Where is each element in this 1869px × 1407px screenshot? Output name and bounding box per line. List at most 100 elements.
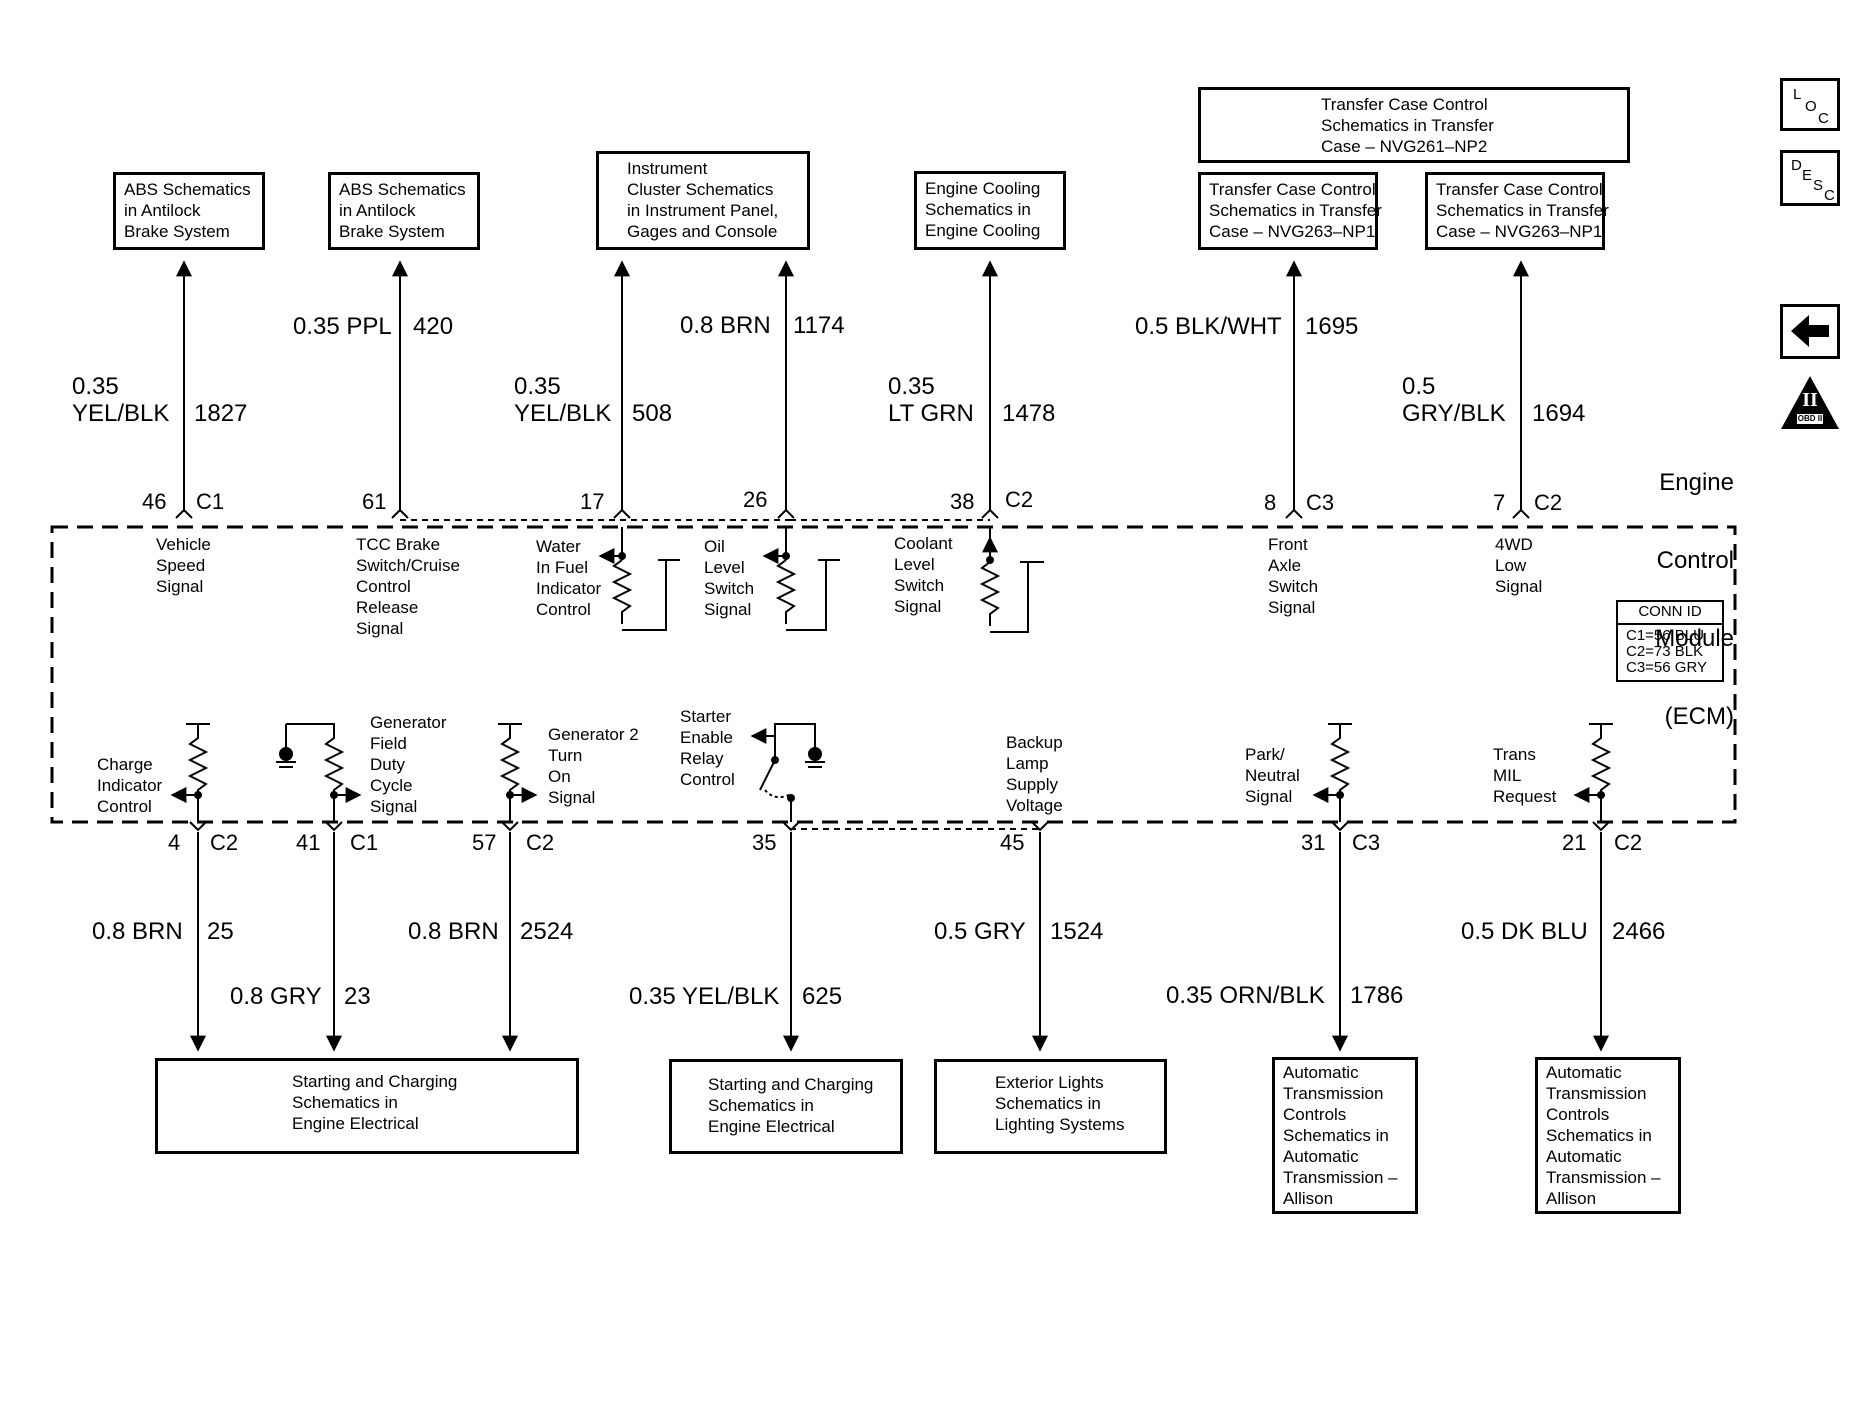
- wire-gauge: 0.8 BRN: [680, 312, 771, 339]
- oil-level-circuit: [762, 527, 840, 631]
- bottom-wire-6: [1331, 821, 1349, 1052]
- wire-gauge: 0.8 GRY: [230, 983, 322, 1010]
- bottom-wire-1: [189, 821, 207, 1052]
- bottom-wire-5: [1031, 821, 1049, 1052]
- loc-button[interactable]: L O C: [1780, 78, 1840, 131]
- generator-field-circuit: [285, 723, 362, 822]
- obd-ii-button[interactable]: II OBD II: [1779, 374, 1841, 432]
- wire-gauge: 0.35 LT GRN: [888, 373, 974, 427]
- desc-letter: E: [1802, 167, 1813, 184]
- transfer-case-nvg263-box-2[interactable]: Transfer Case Control Schematics in Tran…: [1425, 172, 1609, 250]
- loc-letter: C: [1818, 110, 1829, 127]
- coolant-level-circuit: [979, 527, 1044, 633]
- loc-letter: L: [1793, 86, 1802, 103]
- top-wire-1: [175, 260, 193, 519]
- ground-icon: [276, 747, 296, 768]
- pin-number: 41: [296, 830, 321, 855]
- exterior-lights-box[interactable]: Exterior Lights Schematics in Lighting S…: [934, 1059, 1167, 1154]
- top-wire-6: [1285, 260, 1303, 519]
- wire-circuit: 1827: [194, 400, 248, 427]
- abs-schematics-box-1[interactable]: ABS Schematics in Antilock Brake System: [113, 172, 265, 250]
- desc-letter: D: [1791, 157, 1802, 174]
- top-wire-4: [777, 260, 795, 519]
- wire-circuit: 25: [207, 918, 234, 945]
- wire-circuit: 508: [632, 400, 673, 427]
- signal-label: Vehicle Speed Signal: [156, 535, 211, 596]
- wire-circuit: 2524: [520, 918, 574, 945]
- signal-label: Generator 2 Turn On Signal: [548, 725, 639, 807]
- generator-2-circuit: [498, 723, 538, 822]
- pin-number: 46: [142, 489, 167, 514]
- top-wire-5: [981, 260, 999, 519]
- connector-id: C2: [1614, 830, 1643, 855]
- wire-gauge: 0.35 ORN/BLK: [1166, 982, 1325, 1009]
- starting-charging-box-1[interactable]: Starting and Charging Schematics in Engi…: [155, 1058, 579, 1154]
- signal-label: Generator Field Duty Cycle Signal: [370, 713, 447, 816]
- connector-id-header: CONN ID: [1618, 602, 1722, 625]
- abs-schematics-box-2[interactable]: ABS Schematics in Antilock Brake System: [328, 172, 480, 250]
- pin-number: 8: [1264, 490, 1277, 515]
- wire-circuit: 2466: [1612, 918, 1666, 945]
- transfer-case-nvg261-box[interactable]: Transfer Case Control Schematics in Tran…: [1198, 87, 1630, 163]
- connector-id: C2: [1005, 487, 1034, 512]
- obd-ii-label: OBD II: [1797, 414, 1823, 423]
- bottom-wire-3: [501, 821, 519, 1052]
- charge-indicator-circuit: [170, 723, 210, 822]
- wire-circuit: 1786: [1350, 982, 1404, 1009]
- top-wire-3: [613, 260, 631, 519]
- pin-number: 38: [950, 489, 975, 514]
- top-wire-7: [1512, 260, 1530, 519]
- signal-label: 4WD Low Signal: [1495, 535, 1543, 596]
- signal-label: Backup Lamp Supply Voltage: [1006, 733, 1063, 815]
- automatic-transmission-box-1[interactable]: Automatic Transmission Controls Schemati…: [1272, 1057, 1418, 1214]
- top-wire-2: [391, 260, 409, 519]
- wire-circuit: 1478: [1002, 400, 1056, 427]
- pin-number: 7: [1493, 490, 1506, 515]
- wire-circuit: 1174: [793, 312, 845, 339]
- ground-icon: [805, 747, 825, 768]
- connector-id: C3: [1352, 830, 1381, 855]
- bottom-wire-4: [782, 821, 800, 1052]
- connector-id: C2: [210, 830, 239, 855]
- wire-circuit: 1694: [1532, 400, 1586, 427]
- signal-label: Park/ Neutral Signal: [1245, 745, 1300, 806]
- pin-number: 26: [743, 487, 768, 512]
- back-button[interactable]: [1780, 304, 1840, 359]
- wire-circuit: 420: [413, 313, 454, 340]
- desc-button[interactable]: D E S C: [1780, 150, 1840, 206]
- signal-label: Water In Fuel Indicator Control: [536, 537, 602, 619]
- signal-label: Starter Enable Relay Control: [680, 707, 735, 789]
- engine-cooling-box[interactable]: Engine Cooling Schematics in Engine Cool…: [914, 171, 1066, 250]
- desc-letter: C: [1824, 187, 1835, 204]
- starter-enable-circuit: [750, 723, 816, 822]
- transfer-case-nvg263-box-1[interactable]: Transfer Case Control Schematics in Tran…: [1198, 172, 1382, 250]
- water-in-fuel-circuit: [598, 527, 680, 631]
- wire-gauge: 0.5 GRY: [934, 918, 1026, 945]
- connector-id-line: C3=56 GRY: [1626, 659, 1708, 676]
- park-neutral-circuit: [1312, 723, 1352, 822]
- pin-number: 61: [362, 489, 387, 514]
- wire-gauge: 0.5 BLK/WHT: [1135, 313, 1282, 340]
- signal-label: Front Axle Switch Signal: [1268, 535, 1319, 617]
- connector-id: C2: [1534, 490, 1563, 515]
- pin-number: 45: [1000, 830, 1025, 855]
- signal-label: Oil Level Switch Signal: [704, 537, 755, 619]
- pin-number: 35: [752, 830, 777, 855]
- wire-gauge: 0.5 DK BLU: [1461, 918, 1588, 945]
- signal-label: Trans MIL Request: [1493, 745, 1557, 806]
- pin-number: 57: [472, 830, 497, 855]
- wire-circuit: 625: [802, 983, 843, 1010]
- wire-gauge: 0.35 YEL/BLK: [629, 983, 780, 1010]
- trans-mil-circuit: [1573, 723, 1613, 822]
- wire-gauge: 0.35 PPL: [293, 313, 392, 340]
- instrument-cluster-box[interactable]: Instrument Cluster Schematics in Instrum…: [596, 151, 810, 250]
- automatic-transmission-box-2[interactable]: Automatic Transmission Controls Schemati…: [1535, 1057, 1681, 1214]
- signal-label: Coolant Level Switch Signal: [894, 534, 953, 616]
- wire-gauge: 0.35 YEL/BLK: [514, 373, 612, 427]
- signal-label: Charge Indicator Control: [97, 755, 163, 816]
- signal-label: TCC Brake Switch/Cruise Control Release …: [356, 535, 460, 638]
- starting-charging-box-2[interactable]: Starting and Charging Schematics in Engi…: [669, 1059, 903, 1154]
- wire-gauge: 0.5 GRY/BLK: [1402, 373, 1506, 427]
- wire-circuit: 1524: [1050, 918, 1104, 945]
- wire-gauge: 0.35 YEL/BLK: [72, 373, 170, 427]
